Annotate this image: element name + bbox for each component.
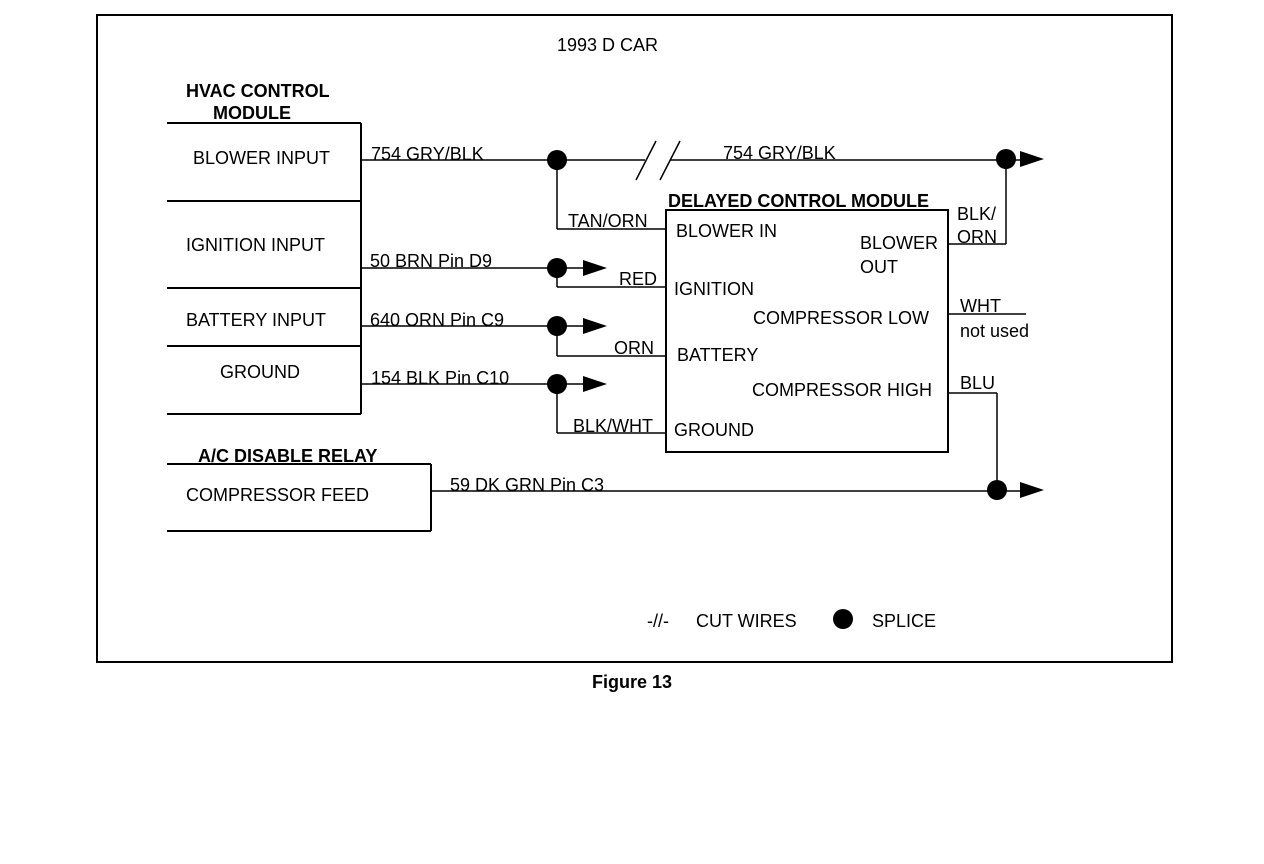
legend-splice-icon bbox=[833, 609, 853, 629]
wire-label-compressor: 59 DK GRN Pin C3 bbox=[450, 475, 604, 495]
wire-label-red: RED bbox=[619, 269, 657, 289]
splice-ground bbox=[547, 374, 567, 394]
hvac-row-ground: GROUND bbox=[220, 362, 300, 382]
hvac-heading-line1: HVAC CONTROL bbox=[186, 81, 330, 101]
legend-splice-label: SPLICE bbox=[872, 611, 936, 631]
arrow-blower-out-icon bbox=[1020, 151, 1044, 167]
hvac-row-blower-input: BLOWER INPUT bbox=[193, 148, 330, 168]
wire-label-blower-after-cut: 754 GRY/BLK bbox=[723, 143, 836, 163]
relay-box bbox=[167, 463, 432, 532]
wire-label-orn: ORN bbox=[614, 338, 654, 358]
arrow-ignition-icon bbox=[583, 260, 607, 276]
dcm-pin-blower-out-line1: BLOWER bbox=[860, 233, 938, 253]
wire-label-ground: 154 BLK Pin C10 bbox=[371, 368, 509, 388]
arrow-battery-icon bbox=[583, 318, 607, 334]
wire-label-blu: BLU bbox=[960, 373, 995, 393]
dcm-pin-ignition: IGNITION bbox=[674, 279, 754, 299]
arrow-ground-icon bbox=[583, 376, 607, 392]
splice-ignition bbox=[547, 258, 567, 278]
hvac-row-ignition-input: IGNITION INPUT bbox=[186, 235, 325, 255]
arrow-compressor-icon bbox=[1020, 482, 1044, 498]
relay-heading: A/C DISABLE RELAY bbox=[198, 446, 377, 466]
wire-label-battery: 640 ORN Pin C9 bbox=[370, 310, 504, 330]
relay-row-compressor-feed: COMPRESSOR FEED bbox=[186, 485, 369, 505]
wire-label-ignition: 50 BRN Pin D9 bbox=[370, 251, 492, 271]
wire-label-blk-orn-line1: BLK/ bbox=[957, 204, 996, 224]
wire-blower bbox=[361, 140, 1030, 245]
wire-label-blower: 754 GRY/BLK bbox=[371, 144, 484, 164]
hvac-heading-line2: MODULE bbox=[213, 103, 291, 123]
wire-label-wht: WHT bbox=[960, 296, 1001, 316]
dcm-heading: DELAYED CONTROL MODULE bbox=[668, 191, 929, 211]
dcm-pin-compressor-low: COMPRESSOR LOW bbox=[753, 308, 929, 328]
splice-blower-out bbox=[996, 149, 1016, 169]
dcm-pin-ground: GROUND bbox=[674, 420, 754, 440]
dcm-box bbox=[665, 209, 949, 453]
dcm-pin-compressor-high: COMPRESSOR HIGH bbox=[752, 380, 932, 400]
splice-blower-tan-orn bbox=[547, 150, 567, 170]
legend-cut-symbol: -//- bbox=[647, 611, 669, 631]
legend: -//- CUT WIRES SPLICE bbox=[647, 609, 936, 631]
hvac-module-box bbox=[167, 122, 362, 415]
cut-mark bbox=[659, 140, 681, 181]
hvac-row-battery-input: BATTERY INPUT bbox=[186, 310, 326, 330]
splice-battery bbox=[547, 316, 567, 336]
dcm-pin-blower-in: BLOWER IN bbox=[676, 221, 777, 241]
dcm-pin-blower-out-line2: OUT bbox=[860, 257, 898, 277]
wire-label-blk-orn-line2: ORN bbox=[957, 227, 997, 247]
wire-label-blk-wht: BLK/WHT bbox=[573, 416, 653, 436]
wire-label-tan-orn: TAN/ORN bbox=[568, 211, 648, 231]
cut-mark bbox=[635, 140, 657, 181]
splice-compressor bbox=[987, 480, 1007, 500]
legend-cut-label: CUT WIRES bbox=[696, 611, 797, 631]
wire-label-not-used: not used bbox=[960, 321, 1029, 341]
figure-caption: Figure 13 bbox=[592, 672, 672, 692]
diagram-frame bbox=[96, 14, 1173, 663]
wire-compressor bbox=[431, 392, 1030, 492]
dcm-pin-battery: BATTERY bbox=[677, 345, 758, 365]
diagram-title: 1993 D CAR bbox=[557, 35, 658, 55]
